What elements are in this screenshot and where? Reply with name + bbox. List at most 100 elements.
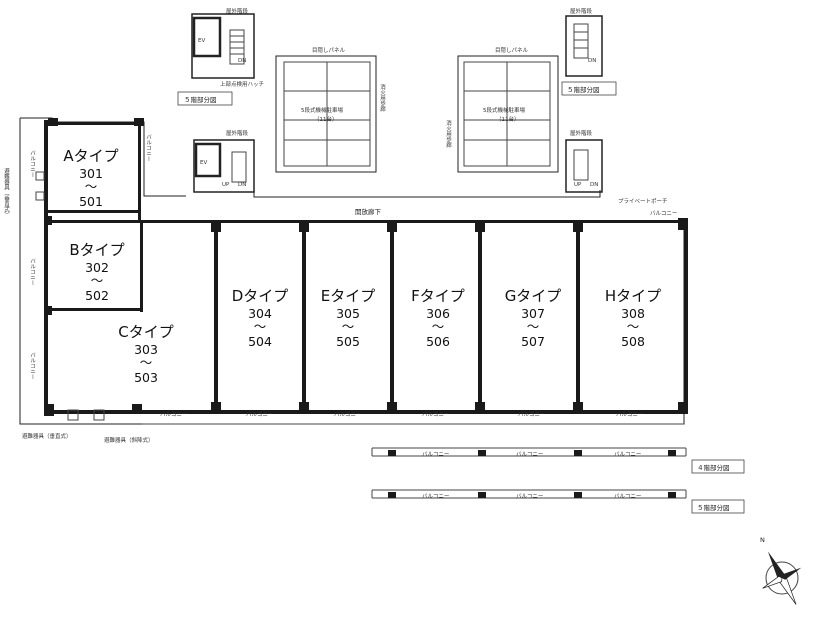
unit-d-n2: 504: [248, 334, 272, 349]
evac-label-descending: 避難器具（斜降式）: [104, 436, 154, 444]
unit-g-sep: ～: [527, 319, 540, 334]
unit-e: Eタイプ 305 ～ 505: [321, 287, 375, 349]
parking-label-1: 5段式機械駐車場: [301, 106, 343, 114]
dn-label-2: DN: [588, 58, 596, 64]
parking-area-2: 目隠しパネル 5段式機械駐車場 （11台） 消火用歩廊: [445, 46, 559, 173]
unit-h-n2: 508: [621, 334, 645, 349]
unit-f-type: Fタイプ: [411, 287, 465, 305]
corridor-label: 開放廊下: [355, 207, 382, 216]
unit-b: Bタイプ 302 ～ 502: [69, 241, 124, 303]
parking-label-2: 5段式機械駐車場: [483, 106, 525, 114]
middle-stair-block: 屋外階段 EV UP DN: [193, 129, 255, 193]
balcony-label-f: バルコニー: [422, 411, 449, 418]
balcony-label-c-side: バルコニー: [29, 352, 36, 380]
unit-c-n1: 303: [134, 342, 158, 357]
balcony-label-a: バルコニー: [29, 150, 36, 178]
unit-d-sep: ～: [254, 319, 267, 334]
unit-g-n1: 307: [521, 306, 545, 321]
unit-h-type: Hタイプ: [605, 287, 661, 305]
unit-g-type: Gタイプ: [505, 287, 562, 305]
unit-b-sep: ～: [91, 273, 104, 288]
unit-b-n2: 502: [85, 288, 109, 303]
screen-panel-label-1: 目隠しパネル: [312, 46, 346, 54]
unit-d-n1: 304: [248, 306, 272, 321]
top-left-stair-block: EV DN 屋外階段 上部点検用ハッチ ５階部分図: [177, 7, 264, 106]
hatch-label: 上部点検用ハッチ: [220, 80, 264, 88]
balcony-label-d: バルコニー: [246, 411, 273, 418]
unit-b-n1: 302: [85, 260, 109, 275]
floor5-partial-label-right: ５階部分図: [567, 85, 600, 94]
balcony-label-e: バルコニー: [334, 411, 361, 418]
right-stair-block: 屋外階段 UP DN: [565, 129, 603, 193]
floor4-partial-label: ４階部分図: [697, 463, 730, 472]
outdoor-stair-label: 屋外階段: [226, 7, 249, 15]
north-label: N: [760, 536, 765, 544]
up-label: UP: [222, 182, 230, 188]
unit-f: Fタイプ 306 ～ 506: [411, 287, 465, 349]
outdoor-stair-label-2: 屋外階段: [570, 7, 593, 15]
unit-b-type: Bタイプ: [69, 241, 124, 259]
parking-count-1: （11台）: [314, 115, 338, 123]
unit-d-type: Dタイプ: [232, 287, 289, 305]
dn-label-3: DN: [238, 182, 246, 188]
unit-d: Dタイプ 304 ～ 504: [232, 287, 289, 349]
unit-e-sep: ～: [342, 319, 355, 334]
unit-e-n2: 505: [336, 334, 360, 349]
floor5-partial-strip: バルコニー バルコニー バルコニー ５階部分図: [371, 489, 745, 514]
outdoor-stair-label-4: 屋外階段: [570, 129, 593, 137]
balcony-label-5f-2: バルコニー: [516, 493, 543, 500]
unit-h: Hタイプ 308 ～ 508: [605, 287, 661, 349]
unit-g-n2: 507: [521, 334, 545, 349]
balcony-label-4f-2: バルコニー: [516, 451, 543, 458]
fire-stair-label-1: 消火用歩廊: [379, 83, 386, 113]
ev-label-2: EV: [200, 160, 207, 166]
unit-a-n1: 301: [79, 166, 103, 181]
balcony-label-5f-3: バルコニー: [614, 493, 641, 500]
balcony-label-h-top: バルコニー: [650, 210, 677, 217]
parking-area-1: 目隠しパネル 5段式機械駐車場 （11台） 消火用歩廊: [275, 46, 386, 173]
outdoor-stair-label-3: 屋外階段: [226, 129, 249, 137]
balcony-label-g: バルコニー: [518, 411, 545, 418]
floor5-partial-label-strip: ５階部分図: [697, 503, 730, 512]
unit-h-sep: ～: [627, 319, 640, 334]
building-outline: [19, 117, 688, 425]
unit-e-n1: 305: [336, 306, 360, 321]
unit-c-type: Cタイプ: [118, 323, 173, 341]
north-compass-icon: N: [760, 536, 802, 605]
balcony-label-a-inner: バルコニー: [145, 134, 152, 162]
floor4-partial-strip: バルコニー バルコニー バルコニー ４階部分図: [371, 447, 745, 474]
unit-f-n2: 506: [426, 334, 450, 349]
balcony-label-5f-1: バルコニー: [422, 493, 449, 500]
fire-stair-label-2: 消火用歩廊: [445, 119, 452, 149]
unit-a-type: Aタイプ: [63, 147, 118, 165]
evacuation-devices: 避難器具（垂直式） 避難器具（垂直式） 避難器具（斜降式）: [3, 167, 154, 444]
dn-label: DN: [238, 58, 246, 64]
evac-label-vertical-side: 避難器具（垂直式）: [3, 167, 10, 218]
unit-f-sep: ～: [432, 319, 445, 334]
unit-g: Gタイプ 307 ～ 507: [505, 287, 562, 349]
unit-f-n1: 306: [426, 306, 450, 321]
dn-label-4: DN: [590, 182, 598, 188]
parking-count-2: （11台）: [496, 115, 520, 123]
balcony-label-4f-3: バルコニー: [614, 451, 641, 458]
unit-c-sep: ～: [140, 355, 153, 370]
evac-label-vertical: 避難器具（垂直式）: [22, 432, 72, 440]
ev-label: EV: [198, 38, 205, 44]
floor5-partial-label-left: ５階部分図: [184, 95, 217, 104]
unit-a: Aタイプ 301 ～ 501: [63, 147, 118, 209]
unit-c-n2: 503: [134, 370, 158, 385]
balcony-row-main: バルコニー バルコニー バルコニー バルコニー バルコニー バルコニー バルコニ…: [29, 134, 684, 425]
balcony-label-h: バルコニー: [616, 411, 643, 418]
unit-c: Cタイプ 303 ～ 503: [118, 323, 173, 385]
balcony-label-4f-1: バルコニー: [422, 451, 449, 458]
up-label-2: UP: [574, 182, 582, 188]
unit-a-sep: ～: [85, 179, 98, 194]
top-right-stair-block: 屋外階段 DN ５階部分図: [561, 7, 617, 96]
unit-e-type: Eタイプ: [321, 287, 375, 305]
balcony-label-c: バルコニー: [160, 411, 187, 418]
private-porch-label: プライベートポーチ: [618, 198, 668, 205]
unit-a-n2: 501: [79, 194, 103, 209]
balcony-label-b: バルコニー: [29, 258, 36, 286]
screen-panel-label-2: 目隠しパネル: [495, 46, 529, 54]
